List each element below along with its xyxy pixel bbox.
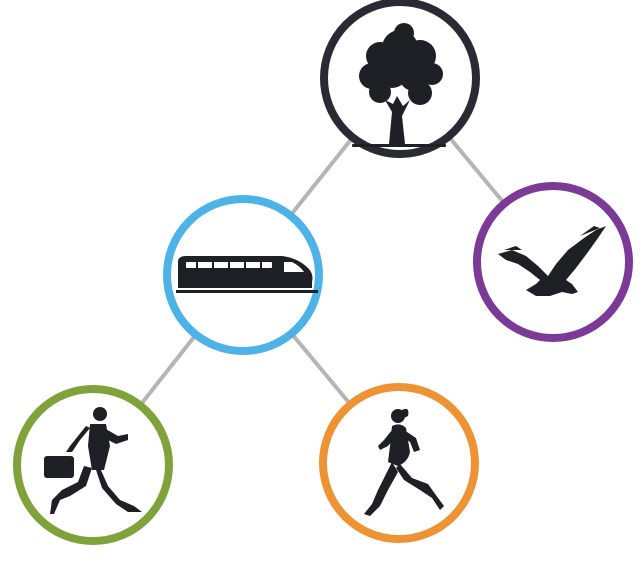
tree-icon — [352, 23, 446, 147]
train-icon — [176, 256, 318, 293]
node-ring — [473, 182, 633, 342]
node-eagle — [473, 182, 633, 342]
runner-woman-icon — [364, 408, 444, 516]
node-tree — [320, 0, 480, 158]
businessman-icon — [44, 407, 142, 514]
eagle-icon — [498, 226, 606, 296]
node-businessman — [13, 385, 173, 545]
node-runner — [319, 383, 479, 543]
node-train — [163, 195, 323, 355]
